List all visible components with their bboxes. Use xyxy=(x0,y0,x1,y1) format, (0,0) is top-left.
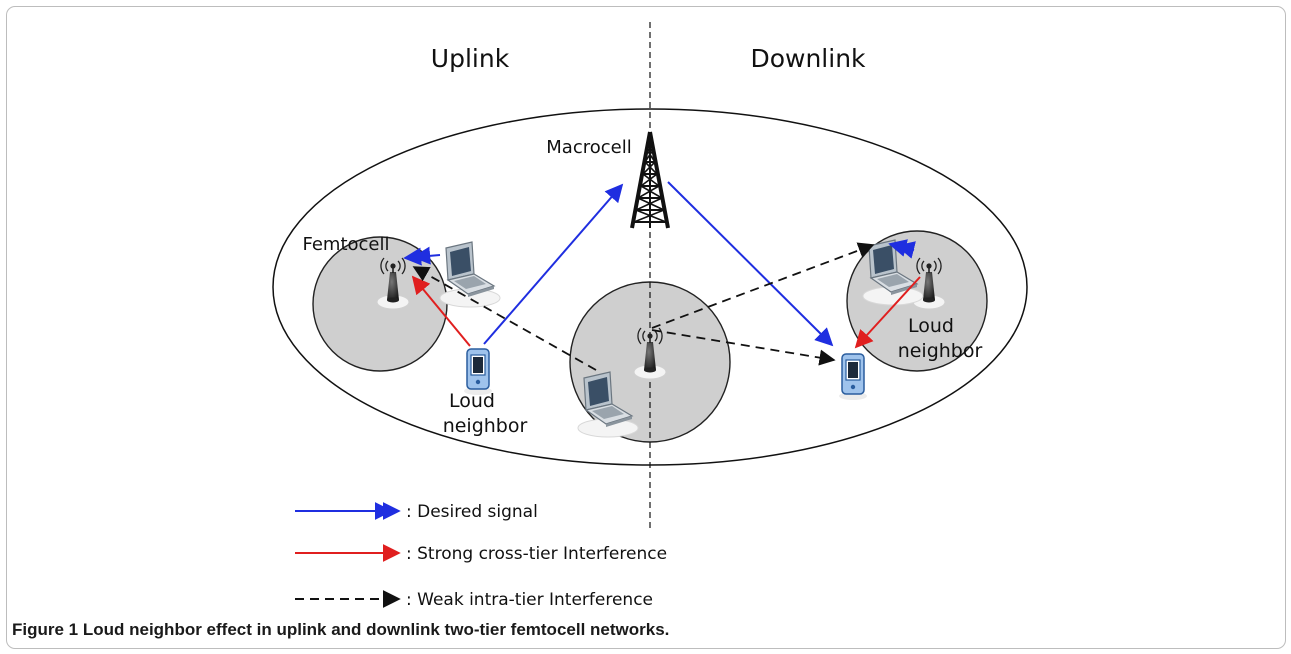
uplink-label: Uplink xyxy=(431,44,510,73)
figure-caption: Figure 1 Loud neighbor effect in uplink … xyxy=(12,620,670,639)
loud-neighbor-left-line1: Loud xyxy=(449,390,495,412)
legend-desired-text: : Desired signal xyxy=(406,502,538,522)
downlink-label: Downlink xyxy=(750,44,866,73)
weak-interference-arrows xyxy=(412,242,875,371)
handset-icon xyxy=(838,353,868,401)
macrocell-label: Macrocell xyxy=(546,137,631,158)
femtocell-label: Femtocell xyxy=(302,234,389,255)
legend: : Desired signal : Strong cross-tier Int… xyxy=(295,502,667,610)
strong-interference-arrows xyxy=(411,275,921,349)
macrocell-tower-icon xyxy=(630,131,670,229)
handset-icon xyxy=(463,348,493,396)
loud-neighbor-right-line1: Loud xyxy=(908,315,954,337)
legend-strong-text: : Strong cross-tier Interference xyxy=(406,544,667,564)
loud-neighbor-left-line2: neighbor xyxy=(443,415,528,437)
legend-weak-text: : Weak intra-tier Interference xyxy=(406,590,653,610)
laptop-icon xyxy=(439,241,501,308)
loud-neighbor-right-line2: neighbor xyxy=(898,340,983,362)
desired-signal-arrows xyxy=(403,181,916,347)
